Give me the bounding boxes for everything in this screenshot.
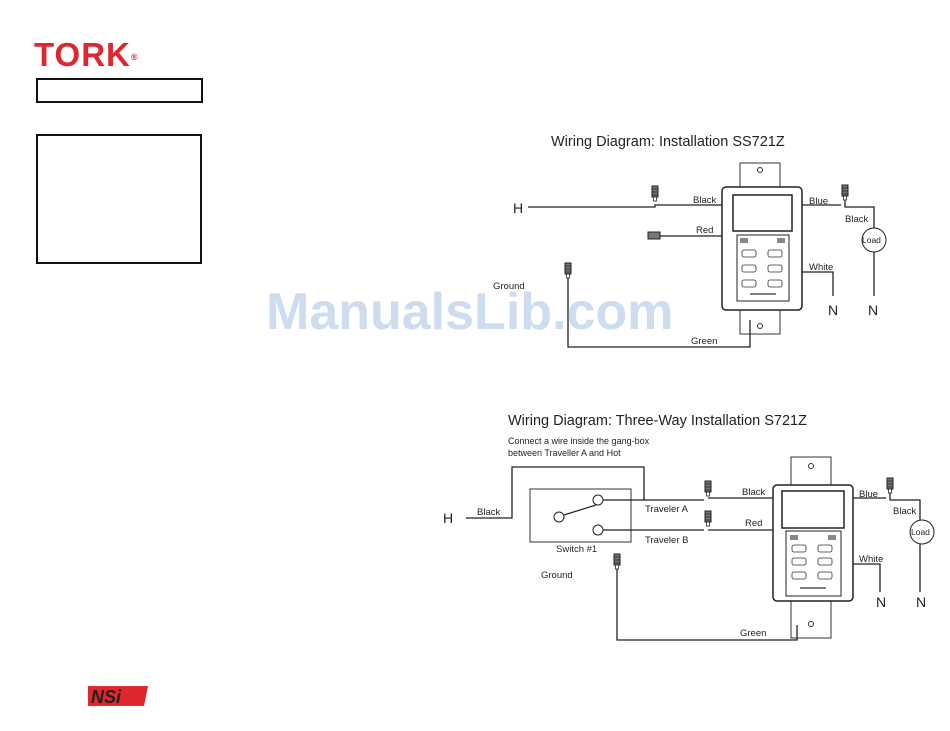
device-button bbox=[777, 238, 785, 243]
plate-screw-icon bbox=[808, 621, 814, 627]
traveler-b-label: Traveler B bbox=[645, 535, 688, 546]
wire-nut-icon bbox=[564, 262, 572, 279]
diagram-1-title: Wiring Diagram: Installation SS721Z bbox=[551, 134, 785, 150]
wire-nut-icon bbox=[704, 480, 712, 497]
device-button bbox=[767, 279, 783, 288]
diagram-2-title: Wiring Diagram: Three-Way Installation S… bbox=[508, 413, 807, 429]
registered-mark: ® bbox=[130, 52, 138, 62]
neutral-label: N bbox=[828, 302, 838, 318]
hot-label: H bbox=[443, 510, 453, 526]
tork-logo-text: TORK bbox=[34, 36, 131, 73]
header-box bbox=[36, 78, 203, 103]
red-wire-label: Red bbox=[696, 225, 713, 236]
device-button bbox=[790, 535, 798, 540]
wall-plate-bottom bbox=[790, 597, 832, 639]
red-wire-label: Red bbox=[745, 518, 762, 529]
diagram-2-wires bbox=[466, 466, 921, 641]
diagram-1: Wiring Diagram: Installation SS721Z bbox=[493, 134, 887, 348]
plate-screw-icon bbox=[757, 323, 763, 329]
watermark: ManualsLib.com bbox=[266, 283, 674, 341]
side-info-box bbox=[36, 134, 202, 264]
device-button bbox=[740, 238, 748, 243]
wall-plate-top bbox=[790, 456, 832, 486]
load-icon bbox=[861, 227, 887, 253]
device-display bbox=[732, 194, 793, 232]
wire-nut-icon bbox=[651, 185, 659, 202]
wire-nut-icon bbox=[841, 184, 849, 201]
device-button bbox=[767, 264, 783, 273]
device-button bbox=[817, 571, 833, 580]
tork-logo: TORK® bbox=[34, 38, 138, 72]
device-button bbox=[817, 557, 833, 566]
device-button bbox=[741, 279, 757, 288]
green-wire-label: Green bbox=[740, 628, 766, 639]
black-in-wire-label: Black bbox=[477, 507, 500, 518]
hot-label: H bbox=[513, 200, 523, 216]
device-button bbox=[791, 544, 807, 553]
plate-screw-icon bbox=[808, 463, 814, 469]
white-wire-label: White bbox=[809, 262, 833, 273]
neutral-label: N bbox=[916, 594, 926, 610]
load-label: Load bbox=[862, 235, 881, 245]
switch-label: Switch #1 bbox=[556, 544, 597, 555]
nsi-logo: NSi bbox=[88, 686, 148, 707]
wall-plate-bottom bbox=[739, 307, 781, 335]
device-button bbox=[791, 557, 807, 566]
wall-plate-top bbox=[739, 162, 781, 188]
switch-1-box bbox=[529, 488, 632, 543]
device-button bbox=[767, 249, 783, 258]
wire-nut-icon bbox=[886, 477, 894, 494]
switch-terminal-icon bbox=[553, 511, 565, 523]
device-button bbox=[741, 249, 757, 258]
wire-nut-icon bbox=[704, 510, 712, 527]
diagram-2: Wiring Diagram: Three-Way Installation S… bbox=[443, 413, 935, 641]
ground-wire-label: Ground bbox=[541, 570, 573, 581]
wire-nut-icon bbox=[613, 553, 621, 570]
neutral-label: N bbox=[876, 594, 886, 610]
diagram-2-note-line-1: Connect a wire inside the gang-box bbox=[508, 436, 650, 446]
device-button bbox=[741, 264, 757, 273]
black-wire-label: Black bbox=[742, 487, 765, 498]
device-button bbox=[791, 571, 807, 580]
diagram-1-wires bbox=[528, 196, 875, 348]
switch-terminal-icon bbox=[592, 494, 604, 506]
traveler-a-label: Traveler A bbox=[645, 504, 689, 515]
load-label: Load bbox=[911, 527, 930, 537]
diagram-2-note-line-2: between Traveller A and Hot bbox=[508, 448, 621, 458]
device-button bbox=[828, 535, 836, 540]
black-load-wire-label: Black bbox=[845, 214, 868, 225]
white-wire-label: White bbox=[859, 554, 883, 565]
plate-screw-icon bbox=[757, 167, 763, 173]
device-display bbox=[781, 490, 845, 529]
load-icon bbox=[909, 519, 935, 545]
switch-lever bbox=[563, 504, 597, 516]
black-load-wire-label: Black bbox=[893, 506, 916, 517]
device-button bbox=[817, 544, 833, 553]
blue-wire-label: Blue bbox=[809, 196, 828, 207]
nsi-logo-text: NSi bbox=[91, 687, 122, 707]
green-wire-label: Green bbox=[691, 336, 717, 347]
blue-wire-label: Blue bbox=[859, 489, 878, 500]
ground-wire-label: Ground bbox=[493, 281, 525, 292]
wire-nut-icon bbox=[647, 231, 661, 240]
black-wire-label: Black bbox=[693, 195, 716, 206]
switch-terminal-icon bbox=[592, 524, 604, 536]
neutral-label: N bbox=[868, 302, 878, 318]
